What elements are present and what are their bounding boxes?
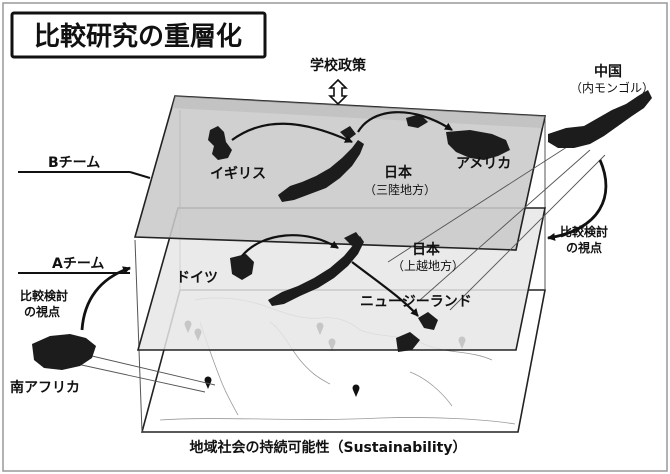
germany-label: ドイツ — [176, 270, 218, 286]
china-silhouette — [548, 90, 652, 148]
new-zealand-label: ニュージーランド — [360, 294, 472, 310]
uk-label: イギリス — [210, 165, 266, 182]
team-a-label-group: Aチーム — [18, 256, 130, 274]
alaska-silhouette — [406, 114, 428, 128]
viewpoint-right-line1: 比較検討 — [560, 224, 608, 239]
pin-icon — [352, 384, 360, 397]
usa-label: アメリカ — [456, 156, 511, 172]
japan-a-region-label: （上越地方） — [392, 258, 464, 273]
south-africa-silhouette — [32, 334, 96, 370]
viewpoint-left-line1: 比較検討 — [20, 288, 68, 303]
south-africa-link-lines — [67, 351, 216, 393]
china-link-lines — [387, 144, 606, 311]
china-name-label: 中国 — [594, 63, 622, 80]
uk-silhouette — [208, 126, 232, 160]
title-box: 比較研究の重層化 — [10, 11, 267, 59]
south-africa-label: 南アフリカ — [10, 379, 80, 396]
plane-a-silhouettes — [230, 232, 438, 352]
japan-a-silhouette — [268, 232, 364, 306]
japan-b-region-label: （三陸地方） — [364, 182, 436, 197]
viewpoint-left-line2: の視点 — [24, 304, 60, 319]
team-b-label: Bチーム — [48, 155, 100, 171]
school-policy-label: 学校政策 — [310, 57, 367, 74]
china-region-label: （内モンゴル） — [570, 80, 654, 95]
usa-silhouette — [446, 130, 510, 160]
japan-b-name-label: 日本 — [384, 164, 413, 181]
sustainability-label: 地域社会の持続可能性（Sustainability） — [190, 439, 467, 456]
japan-a-name-label: 日本 — [412, 241, 441, 258]
team-a-label: Aチーム — [52, 256, 104, 272]
plane-b-arrows — [231, 111, 453, 143]
viewpoint-arrows — [80, 159, 608, 331]
japan-b-silhouette — [278, 126, 364, 202]
plane-b-silhouettes — [208, 114, 510, 202]
diagram-title: 比較研究の重層化 — [34, 21, 242, 52]
double-arrow-icon — [328, 78, 348, 106]
germany-silhouette — [230, 254, 254, 280]
team-b-label-group: Bチーム — [18, 155, 151, 179]
new-zealand-silhouette — [396, 312, 438, 352]
viewpoint-right-line2: の視点 — [566, 240, 602, 255]
plane-a-arrows — [241, 234, 419, 317]
